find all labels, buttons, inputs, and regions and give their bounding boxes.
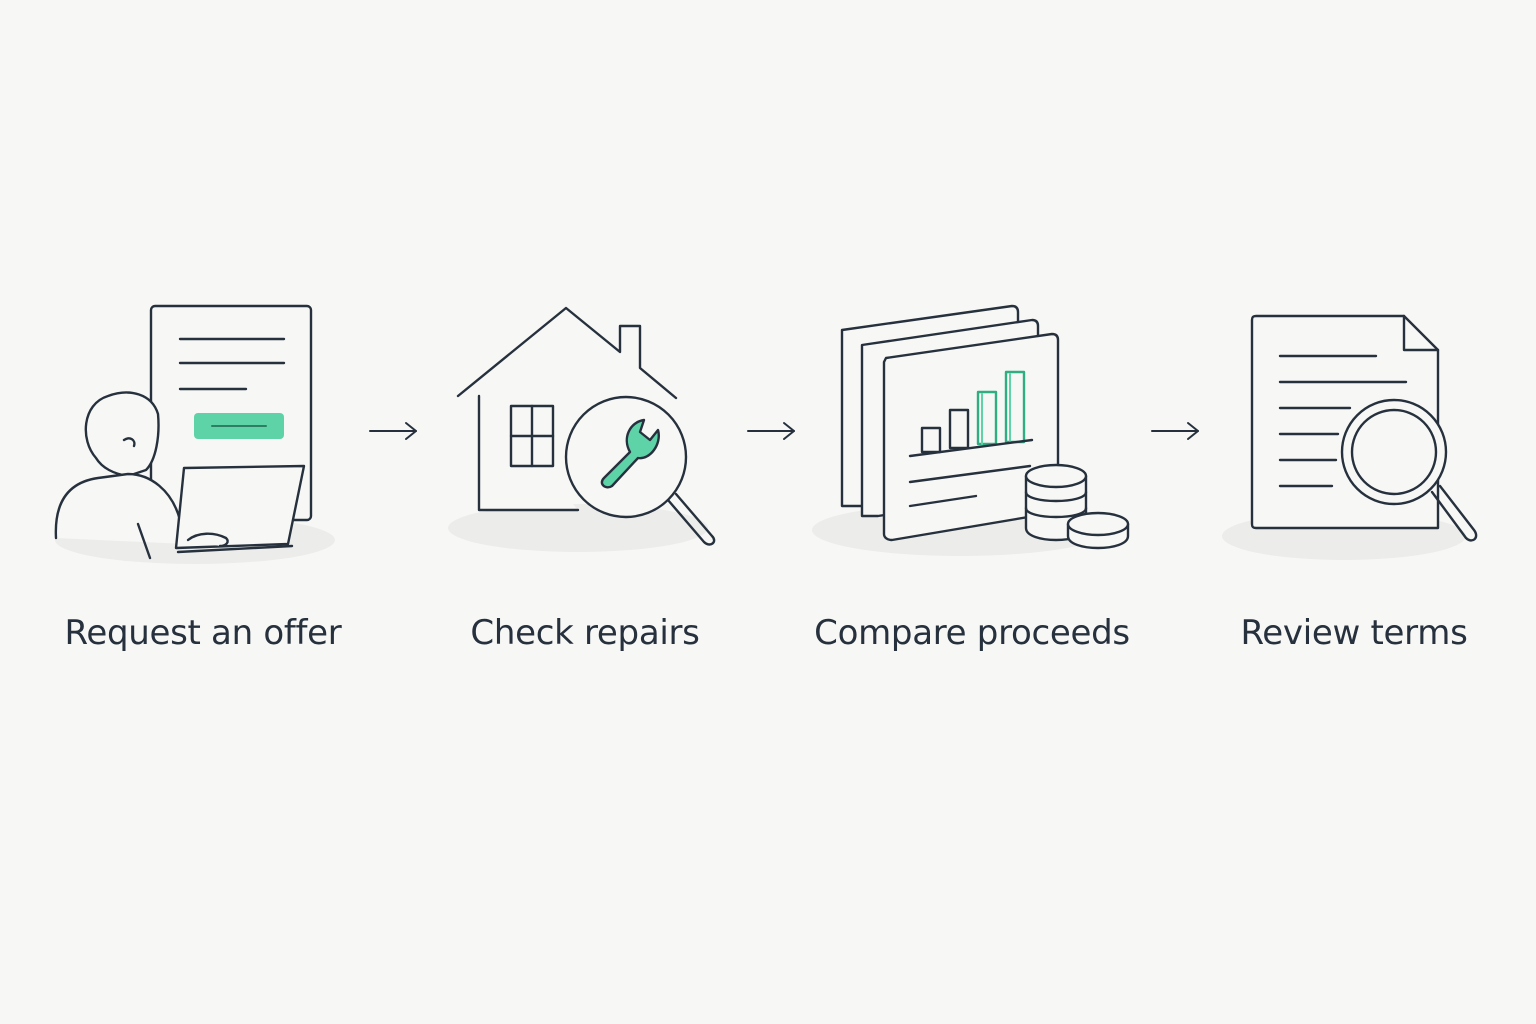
step-label-compare-proceeds: Compare proceeds bbox=[814, 613, 1130, 653]
person-laptop-form-icon bbox=[54, 304, 335, 564]
step-label-check-repairs: Check repairs bbox=[470, 613, 700, 653]
document-magnifier-icon bbox=[1222, 314, 1478, 560]
step-label-review-terms: Review terms bbox=[1240, 613, 1468, 653]
step-label-request-offer: Request an offer bbox=[64, 613, 342, 653]
arrow-right-icon bbox=[369, 422, 417, 440]
chart-stack-coins-icon bbox=[812, 304, 1130, 556]
arrow-right-icon bbox=[1151, 422, 1199, 440]
arrow-right-icon bbox=[747, 422, 795, 440]
house-wrench-magnifier-icon bbox=[448, 306, 716, 552]
